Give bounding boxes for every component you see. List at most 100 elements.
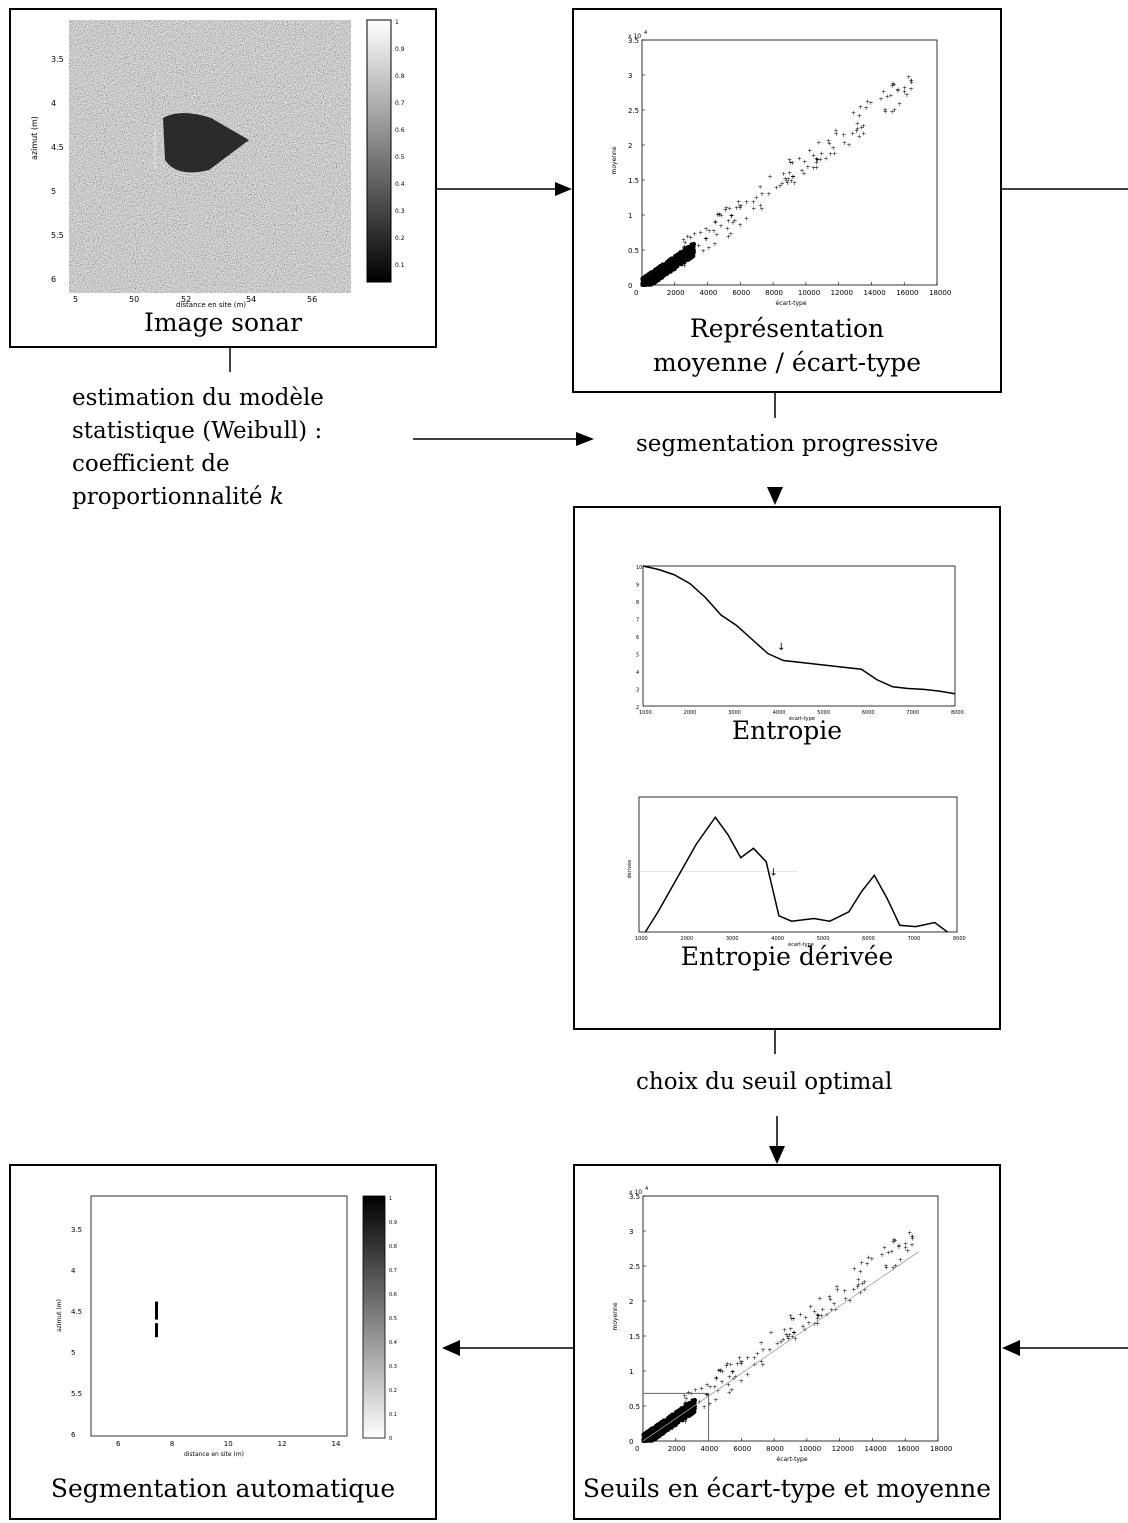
scatter-point: + [802, 158, 807, 165]
scatter-point: + [718, 223, 723, 230]
scatter-point: + [738, 222, 743, 229]
arrow-to-segmentation-progressive [576, 432, 594, 446]
scatter-point [655, 1431, 659, 1435]
x-tick-label: 1000 [639, 710, 652, 716]
x-axis-label: écart-type [789, 715, 815, 722]
exponent-label: x 10 [629, 1189, 642, 1196]
scatter-point: + [714, 1375, 719, 1382]
scatter-point: + [759, 206, 764, 213]
scatter-point: + [686, 1389, 691, 1396]
x-tick-label: 5000 [817, 710, 830, 716]
scatter-point: + [805, 164, 810, 171]
scatter-point: + [738, 1359, 743, 1366]
entropy-curve [642, 565, 956, 695]
scatter-point: + [734, 205, 739, 212]
x-axis-label: écart-type [788, 941, 814, 948]
scatter-point: + [841, 132, 846, 139]
sonar-colorbar-tick: 0.3 [395, 208, 405, 215]
scatter-point: + [910, 1233, 915, 1240]
scatter-point: + [698, 229, 703, 236]
scatter-point: + [891, 1239, 896, 1246]
scatter-point: + [729, 212, 734, 219]
scatter-point: + [735, 1361, 740, 1368]
scatter-point: + [881, 89, 886, 96]
scatter-point: + [859, 124, 864, 131]
scatter-point [670, 1415, 674, 1419]
x-tick-label: 2000 [684, 710, 697, 716]
x-tick-label: 2000 [680, 936, 693, 942]
scatter-point: + [883, 1263, 888, 1270]
scatter-point: + [815, 157, 820, 164]
y-tick-label: 0.5 [629, 1403, 640, 1411]
scatter-point: + [851, 110, 856, 117]
scatter-point: + [717, 211, 722, 218]
scatter-point: + [909, 1242, 914, 1249]
x-tick-label: 14 [332, 1440, 341, 1448]
y-tick-label: 10 [636, 565, 642, 571]
scatter-point: + [785, 180, 790, 187]
scatter-point [671, 268, 675, 272]
scatter-point: + [832, 1301, 837, 1308]
scatter-point: + [811, 165, 816, 172]
scatter-point [687, 1414, 691, 1418]
entropy-derivative-caption: Entropie dérivée [680, 942, 894, 971]
scatter-point [663, 273, 667, 277]
estimation-line-1: estimation du modèle [72, 385, 324, 411]
arrow-to-thresholds-from-right [1002, 1340, 1020, 1356]
x-tick-label: 4000 [700, 289, 718, 297]
scatter-point [689, 256, 693, 260]
x-tick-label: 12000 [831, 289, 853, 297]
scatter-point [684, 1403, 688, 1407]
colorbar-tick: 0 [389, 1436, 392, 1442]
y-tick-label: 0 [628, 282, 632, 290]
sonar-colorbar-tick: 0.8 [395, 73, 405, 80]
scatter-point: + [719, 212, 724, 219]
scatter-point: + [814, 156, 819, 163]
scatter-point [686, 258, 690, 262]
scatter-point: + [859, 1260, 864, 1267]
representation-caption-line-1: Représentation [689, 314, 885, 343]
x-tick-label: 14000 [864, 1445, 886, 1453]
sonar-shadow-target [163, 113, 249, 173]
scatter-point: + [879, 1252, 884, 1259]
scatter-point [669, 256, 674, 260]
exponent-power: 4 [644, 30, 647, 36]
y-tick-label: 2 [629, 1298, 633, 1306]
scatter-point: + [806, 1320, 811, 1327]
scatter-point: + [787, 170, 792, 177]
scatter-point [654, 279, 658, 284]
scatter-point: + [714, 232, 719, 239]
scatter-point [649, 281, 654, 285]
sonar-colorbar [366, 19, 392, 283]
x-tick-label: 8 [170, 1440, 174, 1448]
colorbar-tick: 0.8 [389, 1244, 397, 1250]
scatter-point [667, 270, 671, 275]
x-tick-label: 16000 [896, 289, 918, 297]
scatter-point: + [704, 1391, 709, 1398]
scatter-point: + [739, 1378, 744, 1385]
scatter-point: + [714, 1375, 719, 1382]
estimation-line-3: coefficient de [72, 451, 230, 477]
x-tick-label: 12000 [832, 1445, 854, 1453]
scatter-point: + [777, 183, 782, 190]
x-tick-label: 6000 [732, 289, 750, 297]
estimation-line-2: statistique (Weibull) : [72, 418, 323, 444]
scatter-point [691, 1409, 695, 1413]
exponent-label: x 10 [628, 33, 641, 40]
scatter-point: + [854, 128, 859, 135]
scatter-point [661, 1418, 665, 1422]
x-tick-label: 2000 [667, 289, 685, 297]
scatter-point: + [688, 240, 693, 247]
y-tick-label: 7 [636, 618, 639, 624]
y-tick-label: 1 [629, 1368, 633, 1376]
sonar-x-tick: 5 [73, 295, 78, 304]
colorbar-tick: 0.1 [389, 1412, 397, 1418]
scatter-point: + [814, 160, 819, 167]
x-tick-label: 3000 [728, 710, 741, 716]
scatter-point: + [801, 171, 806, 178]
optimal-marker: ↓ [769, 867, 777, 878]
scatter-point: + [827, 1294, 832, 1301]
scatter-point [669, 264, 673, 268]
